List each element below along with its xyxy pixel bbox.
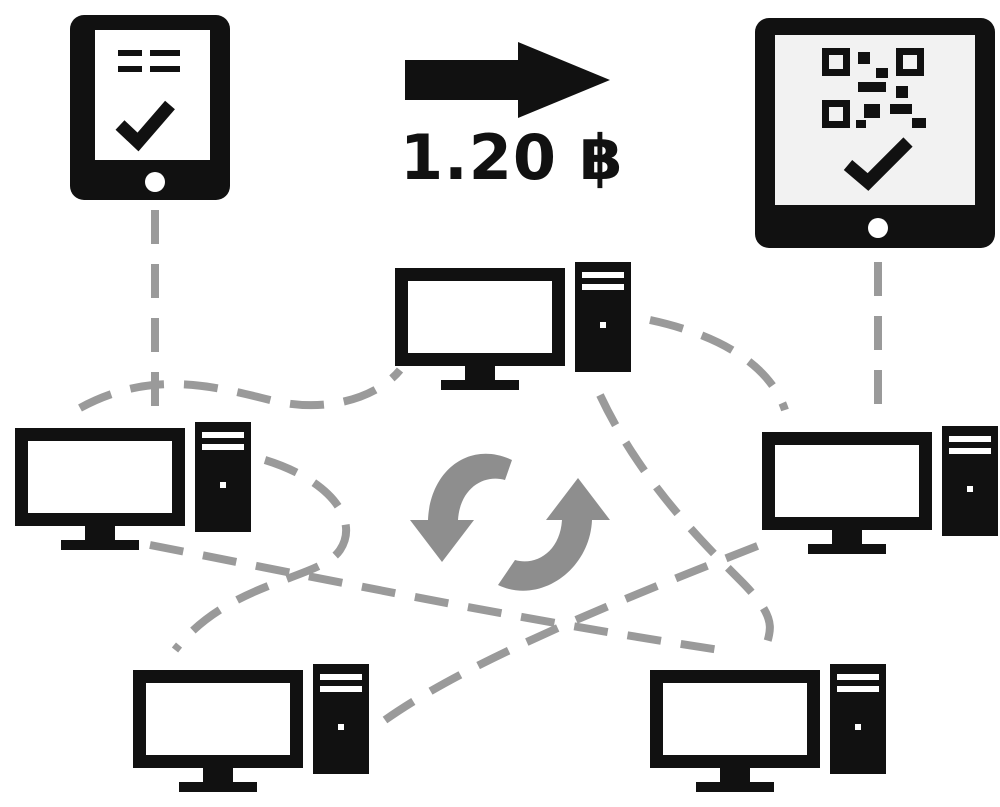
- link-bottom-cross: [382, 541, 762, 724]
- network-links: [78, 210, 882, 724]
- transfer-arrow-icon: [405, 42, 610, 118]
- link-diagonal-long: [149, 541, 721, 654]
- sync-arrows-icon: [410, 453, 610, 591]
- node-computer-top: [395, 262, 631, 390]
- node-computer-right: [762, 426, 998, 554]
- link-center-down: [596, 393, 774, 652]
- transaction-amount: 1.20 ฿: [400, 121, 624, 194]
- node-computer-left: [15, 422, 251, 550]
- sender-phone-icon: [70, 15, 230, 200]
- link-curve-left-loop: [171, 456, 351, 653]
- node-computer-bottom-left: [133, 664, 369, 792]
- receiver-tablet-icon: [755, 18, 995, 248]
- link-curve-top-left: [78, 367, 404, 412]
- link-curve-top-right: [649, 316, 789, 412]
- node-computer-bottom-right: [650, 664, 886, 792]
